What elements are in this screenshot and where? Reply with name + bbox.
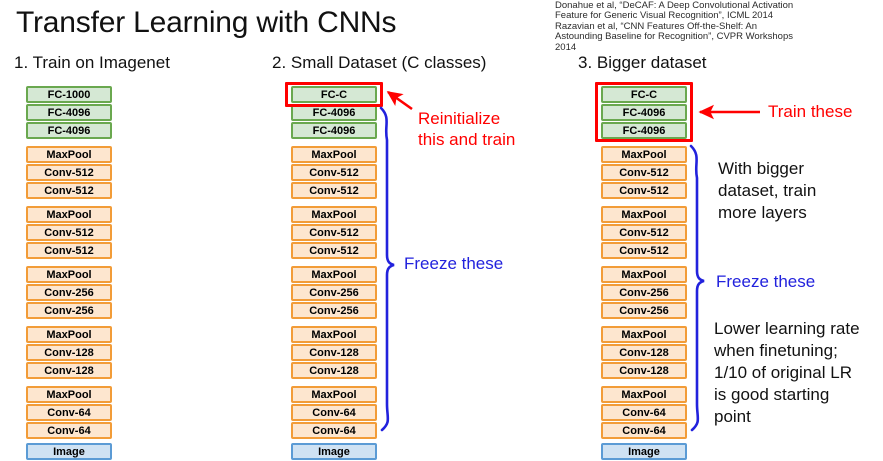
layer-box: MaxPool bbox=[291, 206, 377, 223]
layer-box: Conv-512 bbox=[601, 182, 687, 199]
annotation-lower-learning-rate: Lower learning rate when finetuning; 1/1… bbox=[714, 319, 860, 426]
layer-box: FC-4096 bbox=[601, 104, 687, 121]
column-heading-small-dataset: 2. Small Dataset (C classes) bbox=[272, 53, 487, 72]
layer-box: MaxPool bbox=[26, 206, 112, 223]
layer-box: MaxPool bbox=[601, 386, 687, 403]
brace-freeze-bigger bbox=[689, 144, 705, 432]
layer-box: MaxPool bbox=[291, 326, 377, 343]
column-heading-bigger-dataset: 3. Bigger dataset bbox=[578, 53, 707, 72]
layer-box: Conv-128 bbox=[26, 362, 112, 379]
layer-box: FC-C bbox=[601, 86, 687, 103]
layer-box: FC-C bbox=[291, 86, 377, 103]
layer-box: FC-4096 bbox=[26, 104, 112, 121]
layer-box: MaxPool bbox=[26, 146, 112, 163]
layer-box: MaxPool bbox=[601, 206, 687, 223]
layer-box: Conv-512 bbox=[26, 224, 112, 241]
page-title: Transfer Learning with CNNs bbox=[16, 6, 397, 39]
layer-box: Conv-64 bbox=[291, 404, 377, 421]
layer-box: MaxPool bbox=[601, 326, 687, 343]
annotation-train-these: Train these bbox=[768, 102, 853, 121]
citation-line-4: Astounding Baseline for Recognition”, CV… bbox=[555, 31, 793, 43]
layer-box: Conv-64 bbox=[601, 422, 687, 439]
layer-box: FC-4096 bbox=[26, 122, 112, 139]
citation-block: Donahue et al, “DeCAF: A Deep Convolutio… bbox=[555, 0, 881, 53]
layer-box: Conv-128 bbox=[601, 362, 687, 379]
layer-box: MaxPool bbox=[26, 266, 112, 283]
layer-box: MaxPool bbox=[291, 386, 377, 403]
citation-line-1: Donahue et al, “DeCAF: A Deep Convolutio… bbox=[555, 0, 794, 11]
layer-box: Conv-256 bbox=[601, 284, 687, 301]
layer-box: MaxPool bbox=[26, 386, 112, 403]
layer-box: MaxPool bbox=[601, 146, 687, 163]
layer-box: Conv-512 bbox=[26, 242, 112, 259]
layer-box: Conv-64 bbox=[26, 404, 112, 421]
layer-box: Conv-512 bbox=[291, 164, 377, 181]
citation-line-2: Feature for Generic Visual Recognition”,… bbox=[555, 10, 774, 22]
brace-freeze-small bbox=[379, 106, 395, 432]
layer-box: Conv-512 bbox=[26, 182, 112, 199]
layer-box: Conv-128 bbox=[26, 344, 112, 361]
layer-box: Conv-64 bbox=[601, 404, 687, 421]
layer-box: MaxPool bbox=[291, 146, 377, 163]
layer-box: MaxPool bbox=[601, 266, 687, 283]
layer-box: Image bbox=[291, 443, 377, 460]
layer-box: FC-1000 bbox=[26, 86, 112, 103]
layer-box: Conv-256 bbox=[26, 302, 112, 319]
arrow-reinitialize bbox=[386, 90, 413, 111]
annotation-reinitialize: Reinitialize this and train bbox=[418, 109, 516, 149]
annotation-with-bigger-dataset: With bigger dataset, train more layers bbox=[718, 159, 817, 222]
annotation-overlay bbox=[379, 90, 760, 432]
slide-canvas: Transfer Learning with CNNs Donahue et a… bbox=[14, 0, 881, 460]
layer-box: Conv-64 bbox=[26, 422, 112, 439]
column-heading-train-on-imagenet: 1. Train on Imagenet bbox=[14, 53, 170, 72]
layer-box: Conv-512 bbox=[291, 242, 377, 259]
citation-line-3: Razavian et al, “CNN Features Off-the-Sh… bbox=[555, 20, 758, 32]
layer-box: Image bbox=[26, 443, 112, 460]
layer-box: Conv-512 bbox=[291, 224, 377, 241]
layer-box: Conv-256 bbox=[26, 284, 112, 301]
layer-box: MaxPool bbox=[291, 266, 377, 283]
annotation-freeze-these-small: Freeze these bbox=[404, 254, 504, 273]
layer-box: Conv-128 bbox=[601, 344, 687, 361]
layer-box: Conv-128 bbox=[291, 362, 377, 379]
layer-box: Conv-64 bbox=[291, 422, 377, 439]
layer-box: FC-4096 bbox=[291, 122, 377, 139]
layer-box: Conv-128 bbox=[291, 344, 377, 361]
layer-box: Conv-512 bbox=[26, 164, 112, 181]
layer-box: MaxPool bbox=[26, 326, 112, 343]
layer-box: Conv-512 bbox=[601, 224, 687, 241]
citation-line-5: 2014 bbox=[555, 41, 577, 53]
layer-box: Conv-512 bbox=[601, 242, 687, 259]
layer-box: Conv-256 bbox=[291, 284, 377, 301]
layer-box: Conv-256 bbox=[601, 302, 687, 319]
layer-box: Conv-512 bbox=[291, 182, 377, 199]
layer-box: Image bbox=[601, 443, 687, 460]
layer-box: FC-4096 bbox=[601, 122, 687, 139]
layer-box: Conv-256 bbox=[291, 302, 377, 319]
annotation-freeze-these-bigger: Freeze these bbox=[716, 272, 816, 291]
layer-box: Conv-512 bbox=[601, 164, 687, 181]
